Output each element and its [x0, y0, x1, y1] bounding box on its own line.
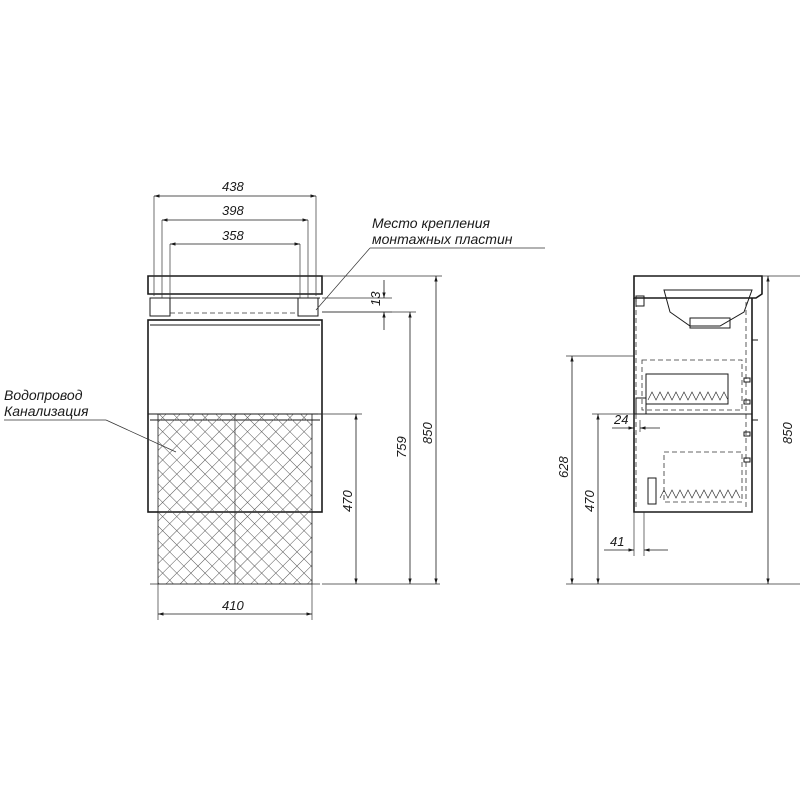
dim-850-front-label: 850: [420, 422, 435, 444]
dim-358-label: 358: [222, 228, 244, 243]
dim-759-label: 759: [394, 436, 409, 458]
mounting-note-line2: монтажных пластин: [372, 231, 513, 247]
pipes-note-line1: Водопровод: [4, 387, 83, 403]
dim-470-front-label: 470: [340, 490, 355, 512]
side-cabinet-body: [633, 298, 753, 513]
dim-470-side-label: 470: [582, 490, 597, 512]
dim-438-label: 438: [222, 179, 244, 194]
pipes-leader: [105, 419, 177, 453]
dim-13-label: 13: [368, 291, 383, 306]
dim-41-label: 41: [610, 534, 624, 549]
front-countertop: [147, 275, 323, 295]
side-view: 850 628 470 24 41: [556, 275, 800, 585]
dim-628-label: 628: [556, 456, 571, 478]
dim-850-side-label: 850: [780, 422, 795, 444]
mounting-note-line1: Место крепления: [372, 215, 491, 231]
mounting-plate-right: [297, 297, 319, 317]
dim-410-label: 410: [222, 598, 244, 613]
dim-24-label: 24: [613, 412, 628, 427]
front-view: 438 398 358 410 13 470 759 850: [4, 179, 545, 620]
pipes-note-line2: Канализация: [4, 403, 89, 419]
dim-398-label: 398: [222, 203, 244, 218]
mounting-plate-left: [149, 297, 171, 317]
side-basin: [633, 275, 763, 299]
mounting-leader: [315, 247, 371, 311]
